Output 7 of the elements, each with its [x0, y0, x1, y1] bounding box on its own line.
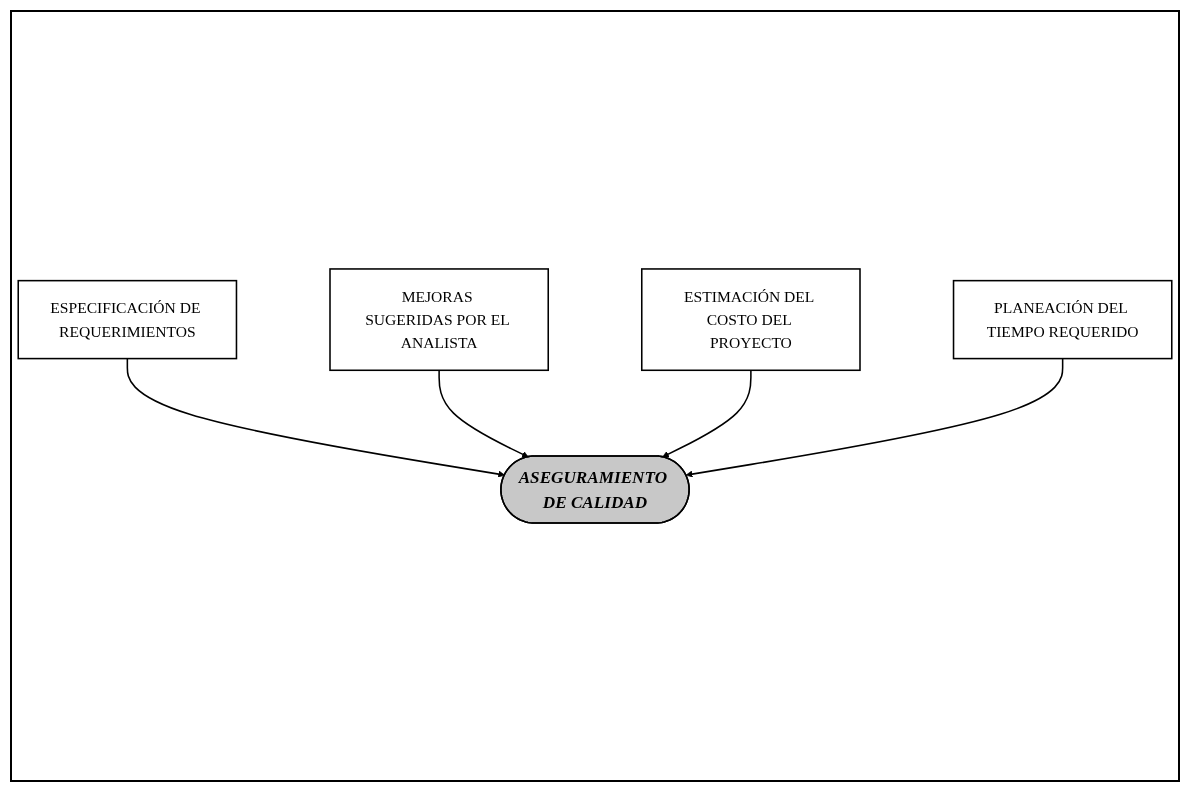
node-box: ESTIMACIÓN DEL COSTO DEL PROYECTO [641, 268, 861, 372]
arrow [438, 369, 529, 458]
node-box: ESPECIFICACIÓN DE REQUERIMIENTOS [17, 279, 238, 360]
node-box: PLANEACIÓN DEL TIEMPO REQUERIDO [952, 279, 1173, 360]
node-box: MEJORAS SUGERIDAS POR EL ANALISTA [329, 268, 549, 372]
arrow [662, 369, 752, 458]
arrow [685, 357, 1064, 478]
